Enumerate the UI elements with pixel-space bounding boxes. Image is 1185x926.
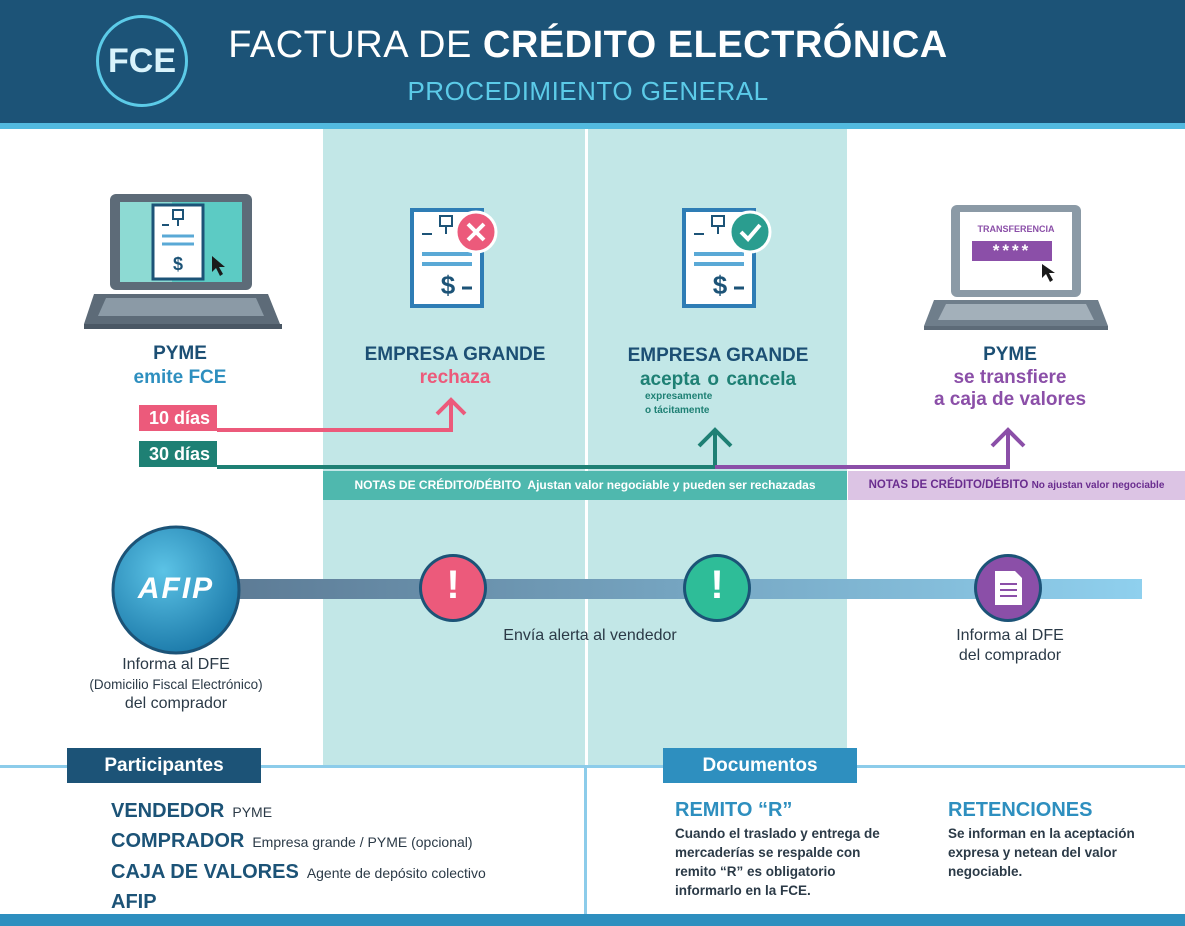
stage-accept-title: EMPRESA GRANDE (627, 345, 809, 366)
notes-band-no-adjust: NOTAS DE CRÉDITO/DÉBITO No ajustan valor… (848, 471, 1185, 500)
stage-accept-note-2: o tácitamente (645, 405, 710, 416)
document-remito-title: REMITO “R” (675, 799, 793, 821)
participant-comprador: COMPRADOR Empresa grande / PYME (opcional… (111, 830, 473, 853)
stage-transfer-action-2: a caja de valores (933, 389, 1087, 410)
participant-vendedor: VENDEDOR PYME (111, 800, 272, 823)
notes-band-no-adjust-text: No ajustan valor negociable (1031, 480, 1165, 491)
document-remito-text: Cuando el traslado y entrega de mercader… (675, 824, 915, 900)
title-bold: CRÉDITO ELECTRÓNICA (482, 24, 948, 66)
svg-text:$: $ (713, 270, 728, 300)
stage-reject-action: rechaza (419, 367, 491, 388)
bottom-column-divider (584, 768, 587, 914)
stage-reject-title: EMPRESA GRANDE (364, 344, 546, 365)
svg-text:$: $ (441, 270, 456, 300)
alert-label: Envía alerta al vendedor (503, 627, 677, 644)
bottom-separator (0, 765, 1185, 768)
document-retenciones-text: Se informan en la aceptación expresa y n… (948, 824, 1168, 881)
svg-text:$: $ (173, 254, 183, 274)
participants-tab: Participantes (67, 748, 261, 783)
alert-symbol-reject: ! (446, 563, 460, 607)
deadline-30-days: 30 días (139, 441, 217, 467)
document-retenciones-title: RETENCIONES (948, 799, 1093, 821)
participant-desc: PYME (232, 804, 273, 820)
documents-tab: Documentos (663, 748, 857, 783)
notes-band-adjust-text: Ajustan valor negociable y pueden ser re… (527, 478, 816, 492)
document-retenciones-line: expresa y netean del valor (948, 845, 1117, 860)
afip-info-line-1: Informa al DFE (122, 656, 230, 673)
stage-accept-action: acepta o cancela (639, 369, 797, 390)
arrow-transfer (715, 427, 1026, 469)
transfer-screen-password: **** (992, 241, 1032, 260)
participant-name: AFIP (111, 891, 157, 913)
participant-caja-de-valores: CAJA DE VALORES Agente de depósito colect… (111, 861, 486, 884)
stage-transfer-action-1: se transfiere (953, 367, 1067, 388)
transfer-screen-label: TRANSFERENCIA (977, 224, 1055, 234)
participant-name: CAJA DE VALORES (111, 861, 299, 883)
stage-transfer-title: PYME (983, 344, 1037, 365)
afip-info-line-3: del comprador (124, 695, 228, 712)
participant-name: VENDEDOR (111, 800, 225, 822)
afip-logo-text: AFIP (137, 572, 215, 605)
alert-symbol-accept: ! (710, 563, 724, 607)
participant-afip: AFIP (111, 891, 157, 914)
afip-info-line-2: (Domicilio Fiscal Electrónico) (89, 677, 263, 692)
notes-band-adjust: NOTAS DE CRÉDITO/DÉBITO Ajustan valor ne… (323, 471, 847, 500)
document-remito-line: mercaderías se respalde con (675, 845, 861, 860)
alert-icon-reject (419, 554, 487, 622)
stage-pyme-action: emite FCE (133, 367, 227, 388)
participant-name: COMPRADOR (111, 830, 245, 852)
document-icon (974, 554, 1042, 622)
document-remito-line: remito “R” es obligatorio (675, 864, 836, 879)
title-light: FACTURA DE (228, 24, 483, 66)
notes-band-adjust-title: NOTAS DE CRÉDITO/DÉBITO (354, 478, 522, 492)
stage-pyme-title: PYME (153, 343, 207, 364)
stage-accept-note-1: expresamente (645, 391, 713, 402)
arrow-10-days (217, 397, 467, 432)
laptop-transfer-icon (924, 205, 1108, 330)
laptop-invoice-icon: $ (84, 194, 282, 329)
page-title: FACTURA DE CRÉDITO ELECTRÓNICA (200, 24, 976, 67)
document-retenciones-line: Se informan en la aceptación (948, 826, 1135, 841)
invoice-accept-icon: $ (682, 208, 772, 308)
dfe-info-line-2: del comprador (958, 647, 1062, 664)
page-subtitle: PROCEDIMIENTO GENERAL (407, 76, 769, 106)
fce-badge: FCE (96, 15, 188, 107)
afip-logo-icon (111, 525, 241, 655)
document-remito-line: Cuando el traslado y entrega de (675, 826, 880, 841)
header-bar (0, 0, 1185, 123)
dfe-info-line-1: Informa al DFE (956, 627, 1064, 644)
participant-desc: Agente de depósito colectivo (306, 865, 486, 881)
notes-band-no-adjust-title: NOTAS DE CRÉDITO/DÉBITO (868, 479, 1029, 491)
alert-icon-accept (683, 554, 751, 622)
header-stripe (0, 123, 1185, 129)
deadline-10-days: 10 días (139, 405, 217, 431)
document-retenciones-line: negociable. (948, 864, 1023, 879)
participant-desc: Empresa grande / PYME (opcional) (252, 834, 473, 850)
document-remito-line: informarlo en la FCE. (675, 883, 811, 898)
invoice-reject-icon: $ (410, 208, 498, 308)
footer-bar (0, 914, 1185, 926)
